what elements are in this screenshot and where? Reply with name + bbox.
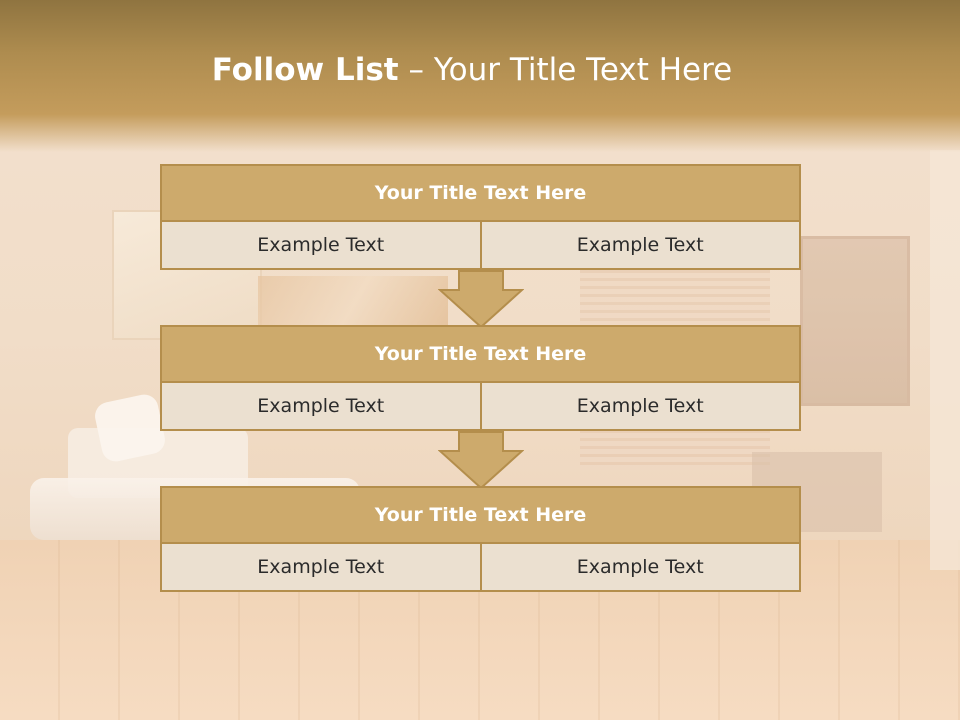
block-row: Example Text Example Text [160,220,801,270]
list-block-3: Your Title Text Here Example Text Exampl… [160,486,801,592]
block-cell-left: Example Text [160,220,482,270]
block-title: Your Title Text Here [160,164,801,222]
background-pillar [930,150,960,570]
block-cell-left: Example Text [160,381,482,431]
header-band [0,0,960,152]
list-block-1: Your Title Text Here Example Text Exampl… [160,164,801,270]
list-block-2: Your Title Text Here Example Text Exampl… [160,325,801,431]
slide-title-bold: Follow List [211,52,399,88]
block-row: Example Text Example Text [160,381,801,431]
block-cell-right: Example Text [479,220,801,270]
block-cell-right: Example Text [479,542,801,592]
slide-title: Follow List – Your Title Text Here [0,52,944,88]
down-arrow-icon [438,431,524,489]
block-title: Your Title Text Here [160,486,801,544]
down-arrow-icon [438,270,524,328]
block-cell-left: Example Text [160,542,482,592]
background-tv [800,236,910,406]
block-row: Example Text Example Text [160,542,801,592]
slide-title-rest: – Your Title Text Here [398,52,733,88]
block-title: Your Title Text Here [160,325,801,383]
block-cell-right: Example Text [479,381,801,431]
